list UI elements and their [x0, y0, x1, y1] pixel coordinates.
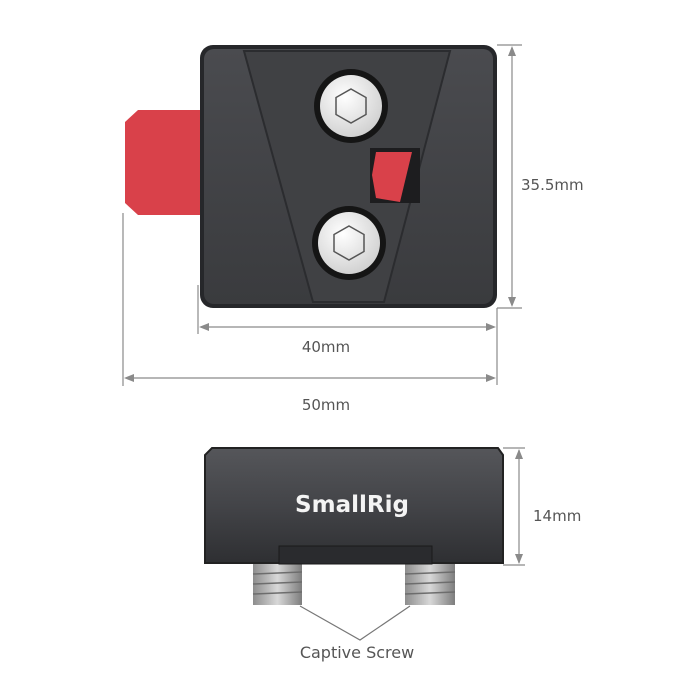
thickness-dimension-label: 14mm [533, 507, 581, 525]
red-release-tab [125, 110, 202, 215]
dimension-lines-side [503, 447, 525, 566]
smallrig-logo: SmallRig [295, 492, 409, 518]
captive-screw-label: Captive Screw [300, 643, 414, 662]
captive-screw-left [252, 563, 303, 605]
captive-screw-right [404, 563, 456, 605]
hex-screw-top [314, 69, 388, 143]
red-latch [370, 148, 420, 203]
dimension-lines-top [122, 44, 522, 386]
body-width-dimension-label: 40mm [302, 338, 350, 356]
bottom-slot [278, 545, 433, 565]
callout-leader-lines [299, 605, 411, 641]
total-width-dimension-label: 50mm [302, 396, 350, 414]
top-view [125, 45, 497, 308]
v-groove [242, 50, 452, 303]
hex-screw-bottom [312, 206, 386, 280]
side-view: SmallRig [204, 447, 504, 605]
dimension-arrows [124, 46, 523, 564]
hex-socket-icon [335, 88, 367, 124]
side-body [204, 447, 504, 564]
height-dimension-label: 35.5mm [521, 176, 584, 194]
hex-socket-icon [333, 225, 365, 261]
